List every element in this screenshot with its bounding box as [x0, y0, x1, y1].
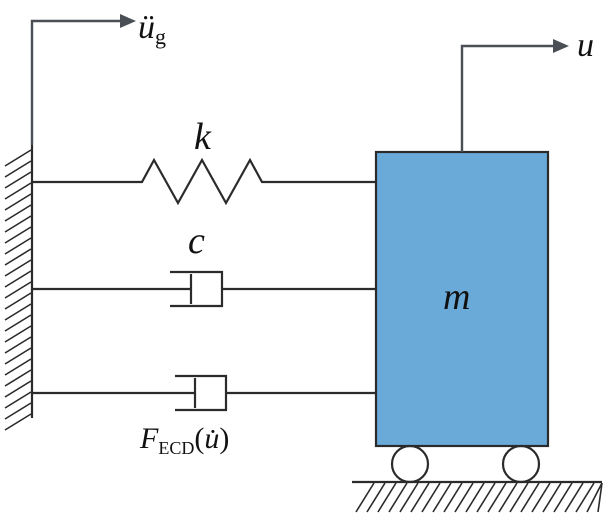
damper-c: [32, 270, 376, 308]
ground-hatch-line: [575, 482, 595, 513]
ground-hatch-line: [388, 482, 408, 513]
ground-hatch-line: [421, 482, 441, 513]
ground-hatch-line: [465, 482, 485, 513]
left-wheel: [390, 444, 430, 484]
ground-acceleration-subscript: g: [155, 24, 166, 49]
wall-hatch-line: [4, 380, 32, 398]
ground-hatch-line: [410, 482, 430, 513]
stiffness-label: k: [194, 116, 212, 158]
ground-hatch-line: [476, 482, 496, 513]
wall-hatch-line: [4, 292, 32, 310]
wall-hatch-line: [4, 193, 32, 211]
ground-hatch-line: [509, 482, 529, 513]
wall-hatch-line: [4, 160, 32, 178]
ground-hatch-line: [366, 482, 386, 513]
ground-hatch-line: [399, 482, 419, 513]
displacement-label: u: [577, 27, 594, 64]
wall-hatch-line: [4, 149, 32, 167]
wall-hatching: [4, 149, 32, 431]
right-wheel: [501, 444, 541, 484]
wall-hatch-line: [4, 325, 32, 343]
arrow-head: [120, 14, 136, 28]
wall-hatch-line: [4, 281, 32, 299]
wall-hatch-line: [4, 270, 32, 288]
displacement-arrow: [460, 39, 569, 152]
ground-hatch-line: [520, 482, 540, 513]
ground: [352, 480, 603, 513]
ground-hatch-line: [564, 482, 584, 513]
wall-hatch-line: [4, 336, 32, 354]
ground-acceleration-label: üg: [138, 9, 166, 49]
wall-hatch-line: [4, 314, 32, 332]
arrow-head: [553, 39, 569, 53]
wall-hatch-line: [4, 226, 32, 244]
fixed-wall: [4, 145, 34, 431]
ecd-damper: [32, 374, 376, 412]
wall-hatch-line: [4, 182, 32, 200]
wall-hatch-line: [4, 303, 32, 321]
wall-hatch-line: [4, 259, 32, 277]
wall-hatch-line: [4, 358, 32, 376]
ground-hatching: [355, 482, 603, 513]
ground-hatch-line: [498, 482, 518, 513]
ground-hatch-line: [487, 482, 507, 513]
ground-hatch-line: [355, 482, 375, 513]
ground-hatch-line: [377, 482, 397, 513]
wall-hatch-line: [4, 391, 32, 409]
wall-hatch-line: [4, 413, 32, 431]
wall-hatch-line: [4, 237, 32, 255]
wall-hatch-line: [4, 248, 32, 266]
ground-hatch-line: [597, 482, 603, 513]
ground-hatch-line: [432, 482, 452, 513]
wall-hatch-line: [4, 204, 32, 222]
ground-hatch-line: [586, 482, 603, 513]
ground-acceleration-arrow: [30, 14, 136, 145]
ground-hatch-line: [531, 482, 551, 513]
ground-hatch-line: [443, 482, 463, 513]
ground-hatch-line: [542, 482, 562, 513]
wall-hatch-line: [4, 402, 32, 420]
wall-hatch-line: [4, 347, 32, 365]
ecd-force-label: FECD(u̇): [139, 422, 229, 458]
wall-hatch-line: [4, 215, 32, 233]
spring-k: [32, 157, 376, 206]
ground-hatch-line: [553, 482, 573, 513]
ground-hatch-line: [454, 482, 474, 513]
wall-hatch-line: [4, 171, 32, 189]
damping-label: c: [188, 220, 205, 262]
mass-label: m: [443, 276, 470, 318]
wall-hatch-line: [4, 369, 32, 387]
